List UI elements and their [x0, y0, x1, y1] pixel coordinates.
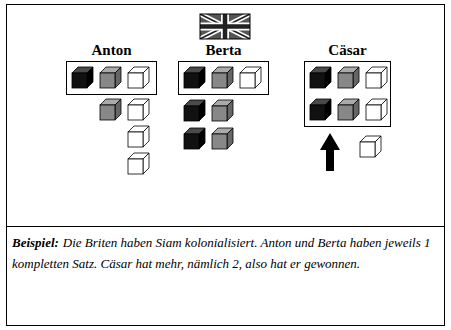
- cube: [128, 126, 149, 147]
- up-arrow: [320, 133, 340, 171]
- player-set-box: Berta: [178, 61, 269, 95]
- cube: [240, 67, 261, 88]
- cube: [366, 99, 387, 120]
- player-name: Cäsar: [285, 42, 410, 59]
- cube: [100, 99, 121, 120]
- cube: [310, 67, 331, 88]
- cube-group: [72, 67, 387, 174]
- cube: [72, 67, 93, 88]
- cube: [128, 99, 149, 120]
- separator-line: [7, 226, 444, 227]
- union-jack-flag: [200, 14, 250, 39]
- caption-block: Beispiel:Die Briten haben Siam koloniali…: [12, 232, 440, 274]
- cube: [338, 99, 359, 120]
- cube: [184, 67, 205, 88]
- cube: [310, 99, 331, 120]
- outer-frame: [7, 5, 445, 326]
- cube: [184, 100, 205, 121]
- cube: [128, 67, 149, 88]
- example-label: Beispiel:: [12, 235, 59, 250]
- cube: [212, 67, 233, 88]
- player-name: Anton: [47, 42, 176, 59]
- player-set-box: Cäsar: [304, 61, 391, 127]
- cube: [212, 100, 233, 121]
- cube: [338, 67, 359, 88]
- player-name: Berta: [159, 42, 288, 59]
- cube: [360, 136, 381, 157]
- player-set-box: Anton: [66, 61, 157, 95]
- cube: [100, 67, 121, 88]
- cube: [212, 128, 233, 149]
- cube: [366, 67, 387, 88]
- caption: Die Briten haben Siam kolonialisiert. An…: [12, 235, 431, 271]
- cube: [184, 128, 205, 149]
- cube: [128, 153, 149, 174]
